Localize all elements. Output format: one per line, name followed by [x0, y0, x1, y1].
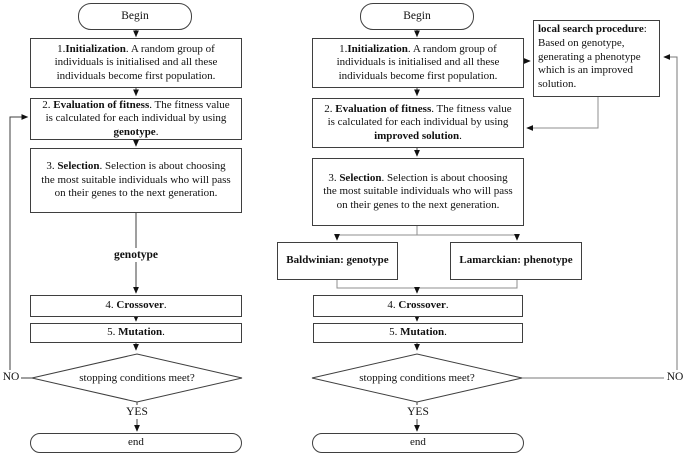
left-end-terminator: end: [30, 433, 242, 453]
right-crossover-box: 4. Crossover.: [313, 295, 523, 317]
lamarckian-phenotype-box: Lamarckian: phenotype: [450, 242, 582, 280]
local-search-procedure-box: local search procedure: Based on genotyp…: [533, 20, 660, 97]
right-no-label: NO: [664, 370, 685, 384]
right-begin-terminator: Begin: [360, 3, 474, 30]
left-fitness-evaluation-box: 2. Evaluation of fitness. The fitness va…: [30, 98, 242, 140]
right-no-loop-line: [522, 54, 678, 379]
genotype-arrow-label: genotype: [96, 248, 176, 262]
right-stopping-condition-text: stopping conditions meet?: [359, 372, 475, 384]
left-yes-label: YES: [121, 405, 153, 419]
left-mutation-box: 5. Mutation.: [30, 323, 242, 343]
left-crossover-box: 4. Crossover.: [30, 295, 242, 317]
left-decision-diamond: [31, 353, 243, 403]
baldwinian-genotype-box: Baldwinian: genotype: [277, 242, 398, 280]
left-selection-box: 3. Selection. Selection is about choosin…: [30, 148, 242, 213]
right-decision-diamond: [311, 353, 523, 403]
right-fitness-evaluation-box: 2. Evaluation of fitness. The fitness va…: [312, 98, 524, 148]
left-stopping-condition-text: stopping conditions meet?: [79, 372, 195, 384]
right-initialization-box: 1.Initialization. A random group of indi…: [312, 38, 524, 88]
right-end-terminator: end: [312, 433, 524, 453]
left-initialization-box: 1.Initialization. A random group of indi…: [30, 38, 242, 88]
left-begin-terminator: Begin: [78, 3, 192, 30]
local-search-to-box2-arrow: [526, 97, 599, 131]
right-mutation-box: 5. Mutation.: [313, 323, 523, 343]
right-yes-label: YES: [402, 405, 434, 419]
left-no-loop-line: [9, 114, 32, 379]
left-no-label: NO: [1, 370, 21, 384]
right-selection-box: 3. Selection. Selection is about choosin…: [312, 158, 524, 226]
connector-lines: [334, 58, 599, 294]
